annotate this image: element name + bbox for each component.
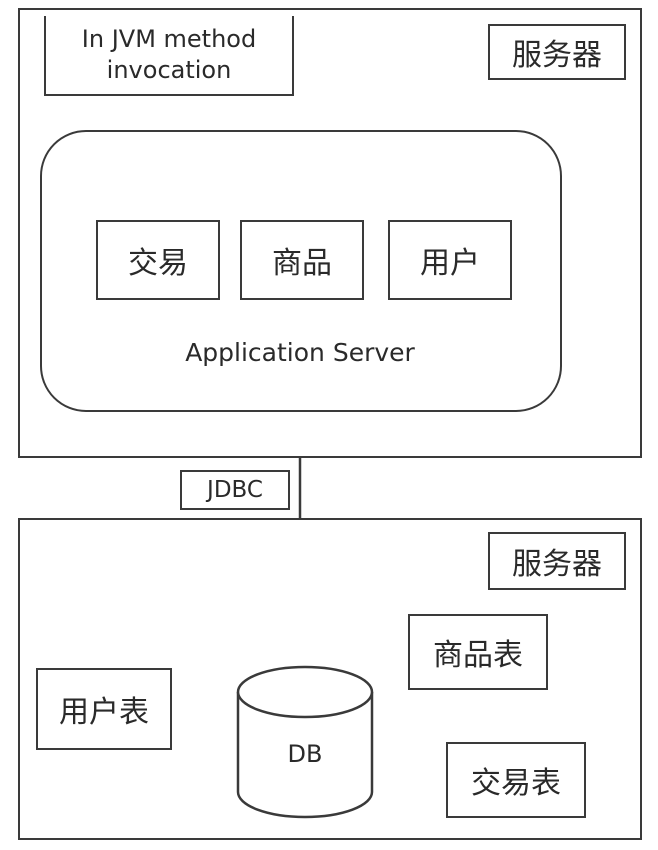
product-table-box: 商品表 [408, 614, 548, 690]
jvm-note-box: In JVM method invocation [44, 16, 294, 96]
bottom-server-label: 服务器 [488, 532, 626, 590]
trade-table-text: 交易表 [471, 766, 561, 801]
product-table-text: 商品表 [433, 638, 523, 673]
module-product-text: 商品 [272, 246, 332, 281]
jvm-note-line1: In JVM method [81, 25, 257, 53]
user-table-text: 用户表 [59, 695, 149, 730]
module-product: 商品 [240, 220, 364, 300]
jdbc-label: JDBC [180, 470, 290, 510]
user-table-box: 用户表 [36, 668, 172, 750]
module-user: 用户 [388, 220, 512, 300]
jvm-note-line2: invocation [106, 56, 232, 84]
trade-table-box: 交易表 [446, 742, 586, 818]
module-user-text: 用户 [420, 246, 480, 281]
module-trade: 交易 [96, 220, 220, 300]
application-server-title: Application Server [185, 338, 415, 367]
top-server-label: 服务器 [488, 24, 626, 80]
top-server-label-text: 服务器 [512, 38, 602, 73]
jdbc-label-text: JDBC [207, 477, 263, 503]
bottom-server-label-text: 服务器 [512, 547, 602, 582]
module-trade-text: 交易 [128, 246, 188, 281]
db-label: DB [287, 740, 323, 768]
